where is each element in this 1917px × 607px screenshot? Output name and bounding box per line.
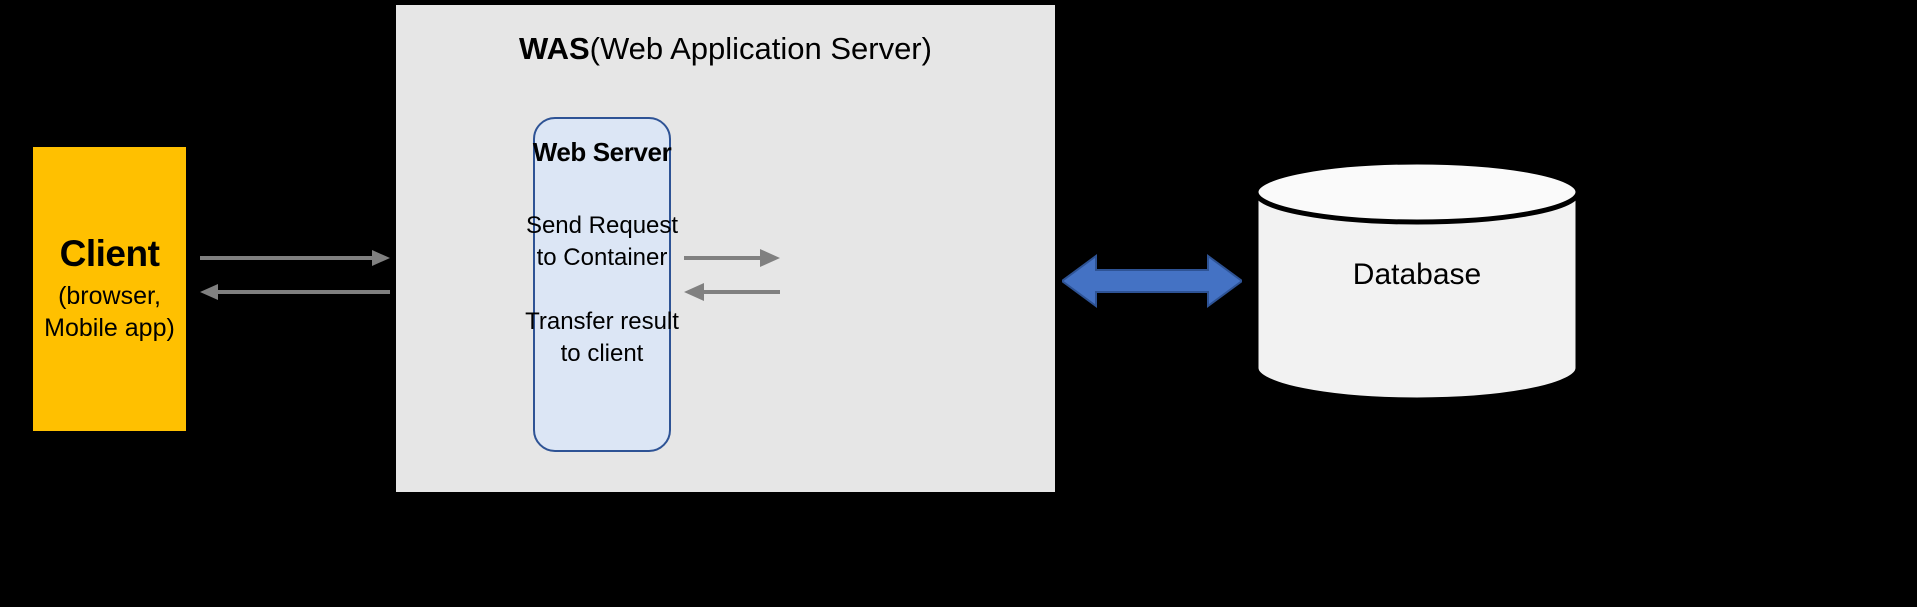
web-server-node: Web Server Send Request to Container Tra… xyxy=(525,117,679,452)
web-server-request-text: Send Request to Container xyxy=(526,210,678,274)
was-database-connector xyxy=(1062,254,1242,308)
client-node: Client (browser, Mobile app) xyxy=(33,147,186,431)
web-server-request-line1: Send Request xyxy=(525,212,679,239)
database-cylinder-top xyxy=(1253,160,1581,225)
client-subtitle: (browser, Mobile app) xyxy=(44,280,175,344)
web-server-title: Web Server xyxy=(532,137,672,167)
web-server-transfer-line1: Transfer result xyxy=(525,307,679,335)
web-server-transfer-line2: to client xyxy=(560,339,644,367)
web-server-transfer-text: Transfer result to client xyxy=(525,306,679,370)
was-title-acronym: WAS xyxy=(519,31,590,66)
client-subtitle-line2: Mobile app) xyxy=(44,313,175,342)
database-node xyxy=(1253,160,1581,403)
client-title: Client xyxy=(59,232,160,274)
database-cylinder-body xyxy=(1253,189,1581,403)
arrow-right-client-to-was xyxy=(200,250,390,266)
was-title-expansion: (Web Application Server) xyxy=(589,31,932,66)
web-server-request-line2: to Container xyxy=(536,243,668,271)
arrow-left-was-to-client xyxy=(200,284,390,300)
was-title: WAS(Web Application Server) xyxy=(396,31,1055,67)
client-was-connector xyxy=(200,250,390,300)
client-subtitle-line1: (browser, xyxy=(58,281,161,310)
double-headed-arrow-icon xyxy=(1062,254,1242,308)
was-panel: WAS(Web Application Server) xyxy=(396,5,1055,492)
arrow-right-server-to-container xyxy=(684,249,780,267)
arrow-left-container-to-server xyxy=(684,283,780,301)
server-container-connector xyxy=(684,249,780,301)
database-label: Database xyxy=(1352,258,1482,291)
